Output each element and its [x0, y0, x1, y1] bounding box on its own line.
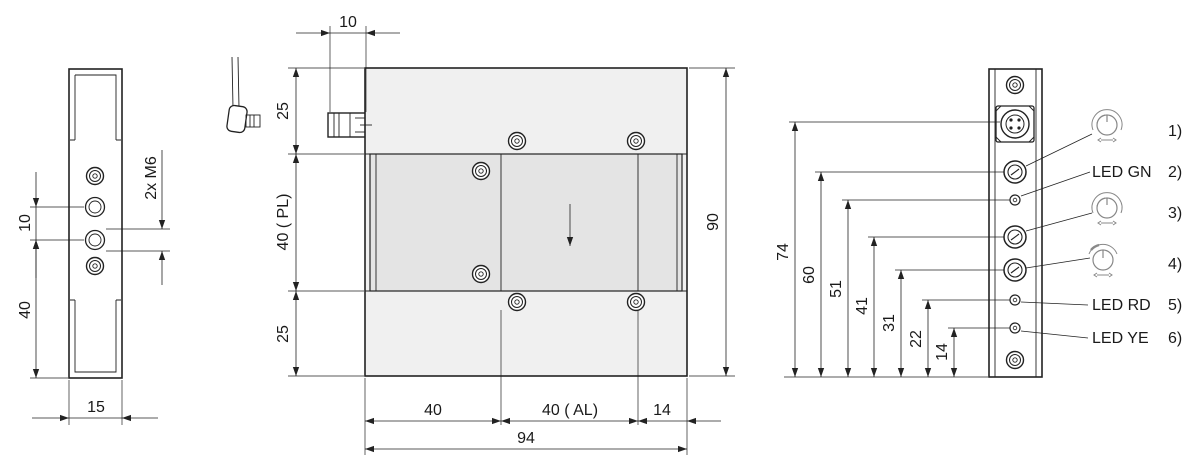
callout-num-2: 2): [1168, 164, 1182, 181]
callout-num-4: 4): [1168, 256, 1182, 273]
front-screw-4: [471, 264, 491, 284]
right-screw-top: [1005, 75, 1025, 95]
side-housing: [68, 68, 123, 379]
front-screw-2: [626, 131, 646, 151]
right-height-41: 41: [854, 297, 871, 315]
front-screw-1: [507, 131, 527, 151]
front-dim-pl: 40 ( PL): [275, 194, 292, 251]
right-height-31: 31: [881, 314, 898, 332]
side-dim-thread: 2x M6: [143, 156, 160, 200]
front-dim-connector: 10: [339, 14, 357, 31]
side-dim-10: 10: [17, 214, 34, 232]
cable-plug-icon: [226, 56, 261, 134]
knob-3: [1003, 225, 1027, 249]
right-height-60: 60: [801, 266, 818, 284]
front-dim-14: 14: [653, 402, 671, 419]
callout-label-5: LED RD: [1092, 297, 1151, 314]
front-screw-6: [626, 292, 646, 312]
led-gn: [1009, 194, 1021, 206]
knob-1: [1003, 160, 1027, 184]
right-view: 74 60 51 41 31 22 14 LED GN LED RD LED Y…: [775, 68, 1182, 378]
front-view: 10 25 40 ( PL) 25 90 40 40 ( AL) 14 94: [226, 14, 735, 455]
led-rd: [1009, 294, 1021, 306]
front-screw-3: [471, 161, 491, 181]
m12-connector-icon: [327, 112, 367, 138]
m12-socket-icon: [995, 105, 1035, 143]
rotary-switch-icon: [1088, 243, 1118, 278]
right-height-74: 74: [775, 243, 792, 261]
callout-label-6: LED YE: [1092, 330, 1149, 347]
potentiometer-icon-1: [1091, 109, 1123, 143]
right-height-14: 14: [934, 343, 951, 361]
side-view: 10 40 2x M6 15: [17, 68, 170, 425]
right-screw-bottom: [1005, 350, 1025, 370]
callout-label-2: LED GN: [1092, 164, 1152, 181]
front-dim-al: 40 ( AL): [542, 402, 598, 419]
front-dim-40-left: 40: [424, 402, 442, 419]
side-dim-40: 40: [17, 301, 34, 319]
knob-4: [1003, 258, 1027, 282]
side-thread-hole-lower: [84, 229, 106, 251]
led-ye: [1009, 322, 1021, 334]
callout-num-6: 6): [1168, 330, 1182, 347]
side-screw-top: [85, 166, 105, 186]
side-thread-hole-upper: [84, 196, 106, 218]
front-dim-height: 90: [705, 213, 722, 231]
front-dim-bottom: 25: [275, 325, 292, 343]
side-inner-channel: [70, 74, 121, 373]
front-dim-total: 94: [517, 430, 535, 447]
detection-window: [369, 153, 683, 292]
callout-num-1: 1): [1168, 123, 1182, 140]
right-height-22: 22: [908, 330, 925, 348]
front-dim-top: 25: [275, 102, 292, 120]
right-housing: [988, 68, 1043, 378]
front-screw-5: [507, 292, 527, 312]
side-dim-width: 15: [87, 399, 105, 416]
side-screw-bottom: [85, 256, 105, 276]
callout-num-3: 3): [1168, 205, 1182, 222]
right-height-51: 51: [828, 280, 845, 298]
callout-num-5: 5): [1168, 297, 1182, 314]
potentiometer-icon-3: [1091, 192, 1123, 226]
